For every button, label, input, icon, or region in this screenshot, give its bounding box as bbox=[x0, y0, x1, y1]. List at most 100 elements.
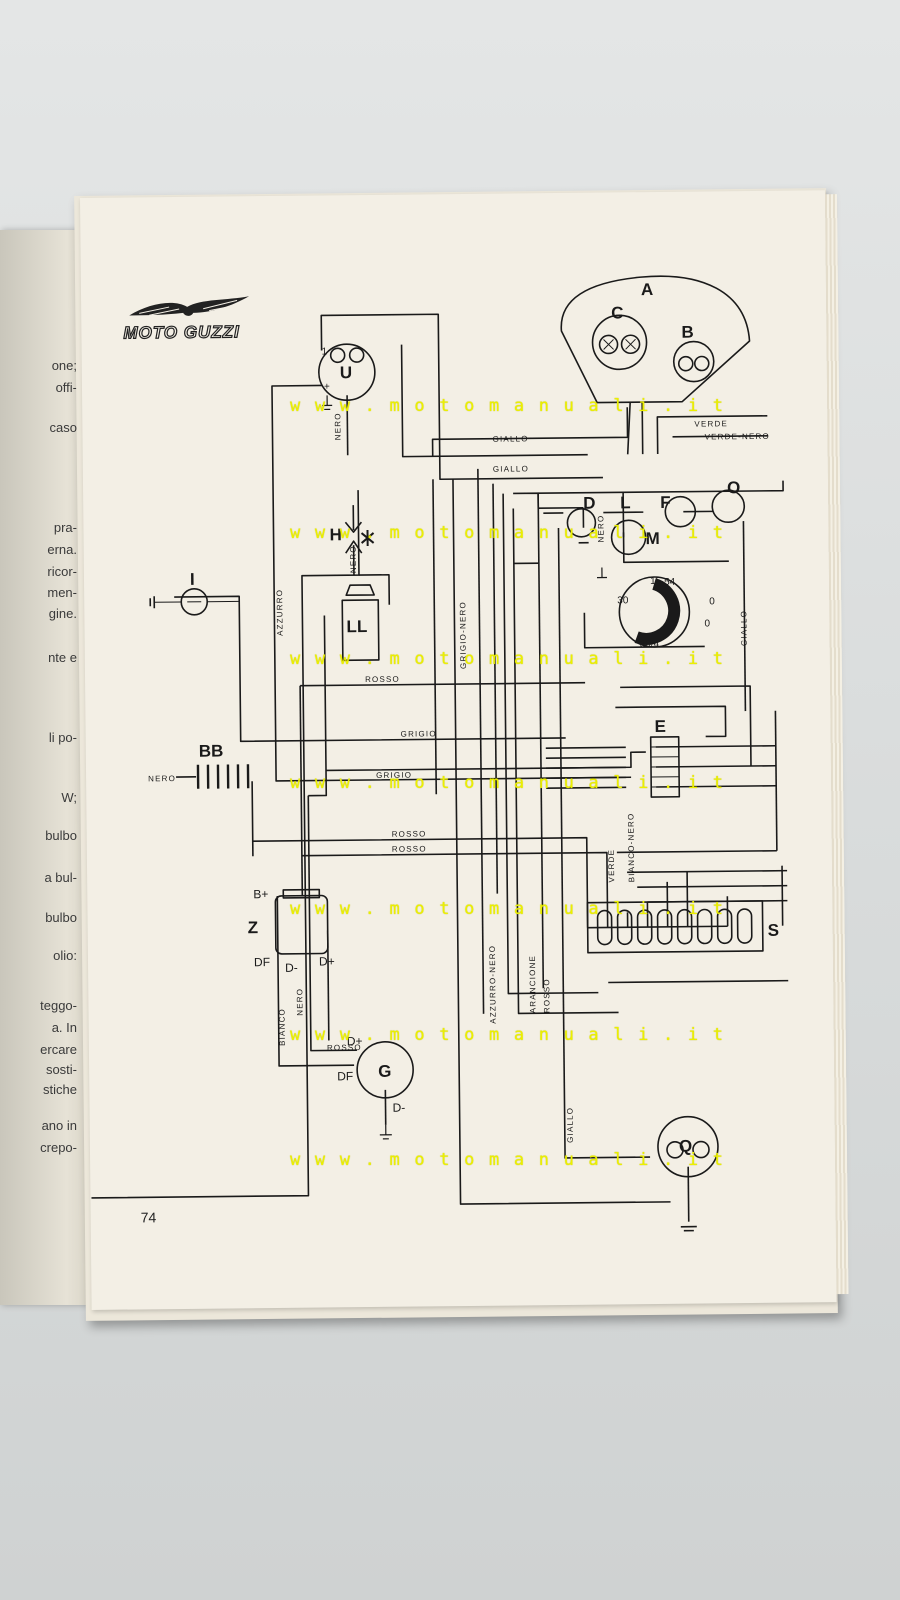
wire-label-arancione: ARANCIONE bbox=[528, 955, 538, 1013]
wire-label-grigio-nero: GRIGIO-NERO bbox=[458, 601, 468, 669]
generator-g bbox=[356, 1041, 414, 1099]
left-page-fragment: stiche bbox=[43, 1082, 77, 1097]
terminal-z-b: B+ bbox=[253, 887, 268, 901]
wire-label-bianco-nero: BIANCO-NERO bbox=[626, 813, 636, 883]
left-page-fragment: a bul- bbox=[44, 870, 77, 885]
watermark-2: w w w . m o t o m a n u a l i . i t bbox=[290, 523, 726, 543]
watermark-4: w w w . m o t o m a n u a l i . i t bbox=[290, 773, 726, 793]
wire-label-rosso-5: ROSSO bbox=[327, 1043, 362, 1052]
left-page-fragment: bulbo bbox=[45, 828, 77, 843]
terminal-block-e bbox=[649, 735, 681, 798]
label-f: F bbox=[660, 493, 671, 512]
terminal-u-plus: + bbox=[324, 381, 330, 392]
wire-label-bianco: BIANCO bbox=[277, 1008, 286, 1046]
lamp-f bbox=[664, 495, 697, 528]
lamp-b bbox=[672, 340, 715, 383]
wire-label-rosso-3: ROSSO bbox=[392, 844, 427, 853]
left-page-fragment: ercare bbox=[40, 1042, 77, 1057]
watermark-7: w w w . m o t o m a n u a l i . i t bbox=[290, 1150, 726, 1170]
label-i: I bbox=[190, 570, 195, 589]
watermark-3: w w w . m o t o m a n u a l i . i t bbox=[290, 649, 726, 669]
terminal-z-d-minus: D- bbox=[285, 961, 298, 975]
wire-label-giallo-4: GIALLO bbox=[566, 1107, 575, 1143]
regulator-z bbox=[274, 888, 329, 955]
label-bb: BB bbox=[199, 742, 224, 761]
label-b: B bbox=[681, 323, 693, 342]
terminal-r-0b: 0 bbox=[704, 618, 710, 629]
left-page-fragment: pra- bbox=[53, 520, 77, 535]
lamp-l bbox=[610, 519, 647, 556]
wire-label-grigio-1: GRIGIO bbox=[401, 729, 437, 738]
moto-guzzi-eagle-logo bbox=[129, 296, 250, 316]
terminal-g-d-plus: D+ bbox=[347, 1034, 363, 1048]
left-page-fragment: crepo- bbox=[40, 1140, 77, 1155]
label-g: G bbox=[378, 1062, 391, 1081]
ground-symbols bbox=[322, 395, 608, 1140]
label-d: D bbox=[583, 494, 595, 513]
terminal-u-1: 1 bbox=[322, 346, 328, 357]
terminal-r-30-4: 30/4 bbox=[640, 639, 660, 650]
wire-label-nero-h: NERO bbox=[349, 545, 358, 573]
lamp-d bbox=[566, 507, 597, 538]
label-m: M bbox=[645, 529, 659, 548]
fuse-box-s bbox=[586, 900, 764, 954]
wiring-diagram: A C B U H LL I BB Z G D L F O M R E S Q … bbox=[91, 275, 789, 1232]
wire-label-nero-u: NERO bbox=[333, 412, 342, 440]
ignition-switch-r bbox=[618, 576, 691, 648]
left-page-fragment: bulbo bbox=[45, 910, 77, 925]
wire-label-rosso-2: ROSSO bbox=[392, 829, 427, 838]
watermark-6: w w w . m o t o m a n u a l i . i t bbox=[290, 1025, 726, 1045]
left-page-fragment: erna. bbox=[47, 542, 77, 557]
wire-label-giallo-1: GIALLO bbox=[493, 434, 529, 443]
wire-label-giallo-3: GIALLO bbox=[739, 610, 748, 646]
dashboard-housing-a bbox=[560, 275, 751, 404]
terminal-r-54: 54 bbox=[664, 577, 676, 588]
wire-label-azzurro-nero: AZZURRO-NERO bbox=[488, 945, 498, 1024]
left-page-fragment: one; bbox=[51, 358, 77, 373]
label-z: Z bbox=[248, 918, 259, 937]
horn-h bbox=[344, 505, 375, 576]
left-page-fragment: offi- bbox=[55, 380, 77, 395]
label-h: H bbox=[329, 525, 341, 544]
terminal-r-0a: 0 bbox=[709, 596, 715, 607]
terminal-r-30: 30 bbox=[617, 595, 629, 606]
wire-label-nero-bb: NERO bbox=[148, 774, 176, 783]
label-l: L bbox=[620, 493, 631, 512]
lamp-q bbox=[657, 1115, 719, 1232]
left-page-fragment: ano in bbox=[41, 1118, 77, 1133]
terminal-g-df: DF bbox=[337, 1069, 353, 1083]
label-q: Q bbox=[679, 1137, 692, 1156]
coil-ll bbox=[341, 584, 380, 662]
left-page-fragment: li po- bbox=[48, 730, 77, 745]
label-c: C bbox=[611, 303, 623, 322]
left-page-fragment: teggo- bbox=[40, 998, 77, 1013]
left-page-fragment: ricor- bbox=[47, 564, 77, 579]
lamp-c bbox=[591, 314, 648, 371]
label-u: U bbox=[340, 363, 352, 382]
left-page-fragment: W; bbox=[61, 790, 77, 805]
wire-label-verde-nero: VERDE-NERO bbox=[704, 432, 769, 442]
wires bbox=[91, 313, 789, 1222]
left-page-fragment: nte e bbox=[48, 650, 77, 665]
label-s: S bbox=[768, 921, 780, 940]
lamp-u bbox=[318, 343, 376, 402]
label-a: A bbox=[641, 280, 653, 299]
wire-label-rosso-1: ROSSO bbox=[365, 675, 400, 684]
wire-label-nero-z: NERO bbox=[295, 988, 304, 1016]
wire-label-giallo-2: GIALLO bbox=[493, 464, 529, 473]
left-page-fragment: olio: bbox=[53, 948, 77, 963]
wire-label-rosso-4: ROSSO bbox=[542, 978, 551, 1013]
label-e: E bbox=[654, 717, 666, 736]
wire-label-nero-d: NERO bbox=[596, 515, 605, 543]
right-page: MOTO GUZZI 74 bbox=[80, 190, 849, 1310]
terminal-z-d-plus: D+ bbox=[319, 954, 335, 968]
left-page-fragment: gine. bbox=[48, 606, 77, 621]
left-page-fragment: a. In bbox=[51, 1020, 77, 1035]
wire-label-verde-2: VERDE bbox=[607, 849, 616, 883]
switch-i bbox=[149, 588, 240, 616]
left-page-fragment: sosti- bbox=[45, 1062, 77, 1077]
wire-label-grigio-2: GRIGIO bbox=[376, 771, 412, 780]
label-ll: LL bbox=[346, 617, 367, 636]
watermark-5: w w w . m o t o m a n u a l i . i t bbox=[290, 899, 726, 919]
